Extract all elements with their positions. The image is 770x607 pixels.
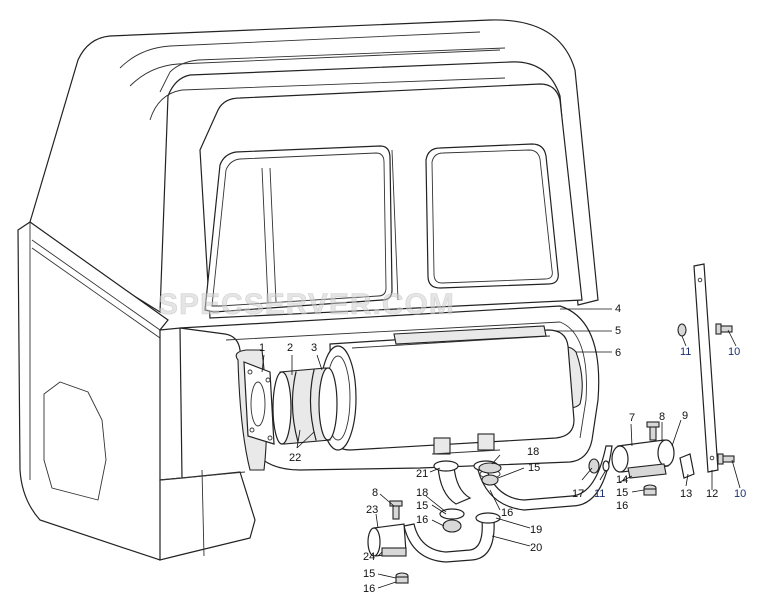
callout-15-left: 15 — [416, 500, 428, 512]
callout-23: 23 — [366, 504, 378, 516]
right-components — [588, 263, 735, 496]
callout-18-left: 18 — [416, 487, 428, 499]
intake-assembly — [243, 361, 338, 445]
callout-7: 7 — [629, 412, 635, 424]
callout-9: 9 — [682, 410, 688, 422]
callout-16-right: 16 — [616, 500, 628, 512]
air-filter-housing — [319, 325, 575, 455]
callout-19: 19 — [530, 524, 542, 536]
callout-16-left: 16 — [416, 514, 428, 526]
callout-5: 5 — [615, 325, 621, 337]
callout-8-right: 8 — [659, 411, 665, 423]
callout-16-mid: 16 — [501, 507, 513, 519]
callout-12: 12 — [706, 488, 718, 500]
callout-3: 3 — [311, 342, 317, 354]
watermark: SPECSERVER.COM — [158, 288, 455, 321]
callout-labels: 1 2 3 4 5 6 7 8 8 9 10 10 11 11 12 13 14… — [259, 303, 746, 595]
callout-22: 22 — [289, 452, 301, 464]
callout-13: 13 — [680, 488, 692, 500]
callout-20: 20 — [530, 542, 542, 554]
callout-1: 1 — [259, 342, 265, 354]
callout-8-left: 8 — [372, 487, 378, 499]
callout-15-mid: 15 — [528, 462, 540, 474]
callout-10-top: 10 — [728, 346, 740, 358]
callout-2: 2 — [287, 342, 293, 354]
callout-17: 17 — [572, 488, 584, 500]
callout-10-bottom: 10 — [734, 488, 746, 500]
callout-24: 24 — [363, 551, 375, 563]
callout-6: 6 — [615, 347, 621, 359]
callout-16-bottom: 16 — [363, 583, 375, 595]
callout-11-top: 11 — [680, 346, 691, 358]
leader-lines — [261, 308, 741, 589]
callout-15-bottom: 15 — [363, 568, 375, 580]
callout-11-bottom: 11 — [594, 488, 605, 500]
callout-18-mid: 18 — [527, 446, 539, 458]
callout-14: 14 — [616, 474, 628, 486]
callout-21: 21 — [416, 468, 428, 480]
callout-15-right: 15 — [616, 487, 628, 499]
callout-4: 4 — [615, 303, 621, 315]
